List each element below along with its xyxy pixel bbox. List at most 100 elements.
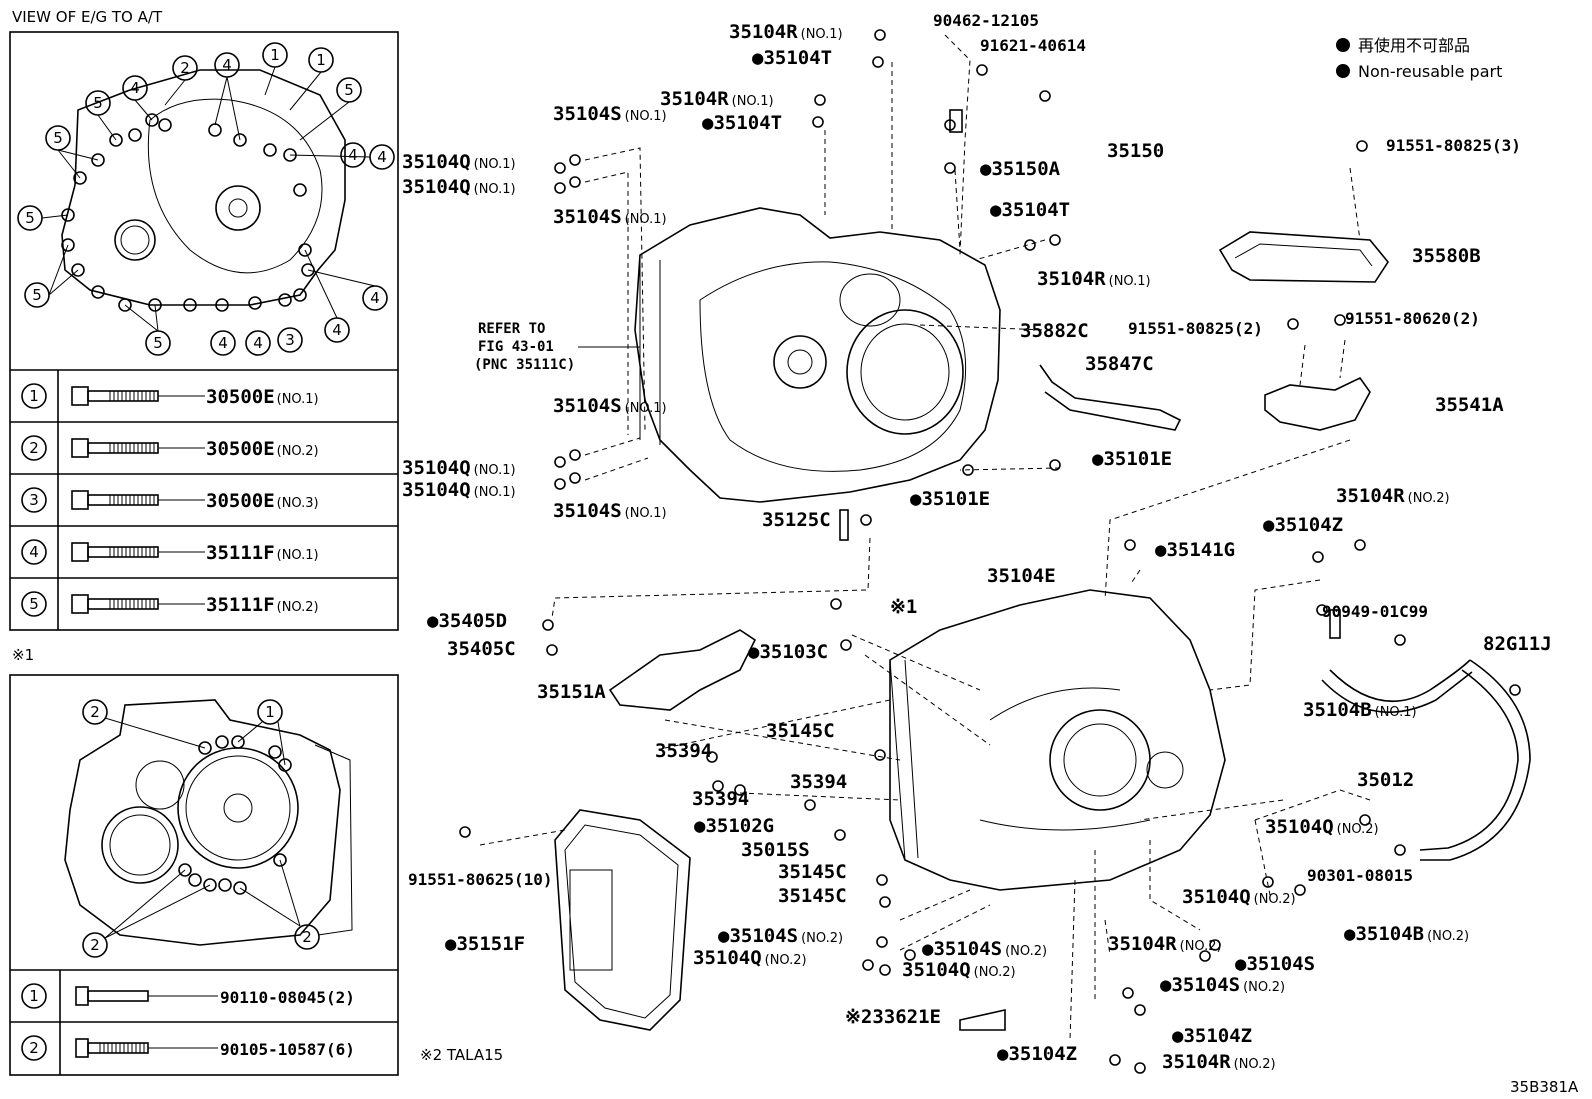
svg-text:3: 3 xyxy=(29,491,39,509)
part-number: 35104R xyxy=(1336,485,1405,507)
view-callout-4: 4 xyxy=(369,144,395,170)
callout-mark: ● xyxy=(922,938,934,960)
part-sub-label: (NO.1) xyxy=(625,109,667,124)
part-number: 35104Z xyxy=(1008,1043,1077,1065)
cover-plate xyxy=(1218,231,1389,283)
callout-c22: 35104S(NO.1) xyxy=(553,395,667,417)
callout-c16: 35580B xyxy=(1412,245,1481,267)
sub-callout-2: 2 xyxy=(82,699,108,725)
part-sub-label: (NO.2) xyxy=(1234,1057,1276,1072)
view-callout-1: 1 xyxy=(262,42,288,68)
part-number: 35104Z xyxy=(1183,1025,1252,1047)
part-sub-label: (NO.1) xyxy=(625,506,667,521)
callout-c56: ●35104S(NO.2) xyxy=(718,925,843,947)
part-number: 35145C xyxy=(766,720,835,742)
part-number: 90949-01C99 xyxy=(1322,602,1428,621)
assembly-lines xyxy=(479,34,1371,1041)
bolt-part-number: 30500E(NO.3) xyxy=(206,490,319,512)
callout-c10: 35104S(NO.1) xyxy=(553,206,667,228)
svg-text:5: 5 xyxy=(53,129,63,147)
view-title: VIEW OF E/G TO A/T xyxy=(12,8,163,26)
callout-c50: 91551-80625(10) xyxy=(408,870,553,889)
callout-c25: 35104S(NO.1) xyxy=(553,500,667,522)
part-number: ※1 xyxy=(890,596,917,618)
part-number: 35104T xyxy=(1001,199,1070,221)
svg-text:1: 1 xyxy=(270,46,280,64)
view-callout-1: 1 xyxy=(308,47,334,73)
view-callout-4: 4 xyxy=(340,142,366,168)
svg-text:5: 5 xyxy=(93,94,103,112)
part-sub-label: (NO.1) xyxy=(474,463,516,478)
part-sub-label: (NO.2) xyxy=(765,953,807,968)
callout-c63: ※233621E xyxy=(845,1006,941,1028)
svg-text:4: 4 xyxy=(253,334,263,352)
callout-mark: ※2 xyxy=(845,1006,872,1028)
callout-c13: ●35104T xyxy=(990,199,1070,221)
callout-c65: ●35104Z xyxy=(997,1043,1077,1065)
callout-c32: 35104E xyxy=(987,565,1056,587)
svg-text:2: 2 xyxy=(90,936,100,954)
part-sub-label: (NO.2) xyxy=(1427,929,1469,944)
part-number: 35104E xyxy=(987,565,1056,587)
part-number: 35104Q xyxy=(402,479,471,501)
part-number: 35145C xyxy=(778,861,847,883)
svg-text:5: 5 xyxy=(29,595,39,613)
part-number: 35104S xyxy=(553,500,622,522)
svg-text:1: 1 xyxy=(265,703,275,721)
svg-text:2: 2 xyxy=(180,59,190,77)
callout-mark: ● xyxy=(1160,974,1172,996)
sub-callout-2: 2 xyxy=(82,932,108,958)
sub-housing-view xyxy=(64,699,353,946)
svg-text:5: 5 xyxy=(25,209,35,227)
part-number: 35104S xyxy=(1171,974,1240,996)
callout-mark: ● xyxy=(427,610,439,632)
callout-c35: ※1 xyxy=(890,596,917,618)
baffle-plate xyxy=(608,629,757,711)
bracket xyxy=(1264,376,1371,431)
callout-c27: ●35101E xyxy=(910,488,990,510)
callout-mark: ● xyxy=(752,47,764,69)
view-callout-5: 5 xyxy=(336,77,362,103)
part-number: 35151F xyxy=(456,933,525,955)
note2-text: ※2 TALA15 xyxy=(420,1046,503,1064)
part-number: 35104S xyxy=(553,103,622,125)
callout-c23: 35104Q(NO.1) xyxy=(402,457,516,479)
callout-c42: 35394 xyxy=(655,740,712,762)
part-number: 35015S xyxy=(741,839,810,861)
part-number: 35882C xyxy=(1020,320,1089,342)
svg-text:2: 2 xyxy=(29,1039,39,1057)
part-number: 35405C xyxy=(447,638,516,660)
callout-c62: ●35104S(NO.2) xyxy=(1160,974,1285,996)
svg-text:1: 1 xyxy=(29,387,39,405)
bolt-part-number: 90110-08045(2) xyxy=(220,988,355,1007)
part-number: 35104B xyxy=(1303,699,1372,721)
svg-text:5: 5 xyxy=(32,286,42,304)
callout-c61: ●35104S xyxy=(1235,953,1315,975)
view-callout-4: 4 xyxy=(324,317,350,343)
transaxle-case xyxy=(889,589,1226,891)
svg-text:FIG 43-01: FIG 43-01 xyxy=(478,339,554,355)
part-number: 35101E xyxy=(921,488,990,510)
part-number: 35104Q xyxy=(402,176,471,198)
callout-c12: ●35150A xyxy=(980,158,1061,180)
part-number: 35141G xyxy=(1166,539,1235,561)
callout-c07: 35104S(NO.1) xyxy=(553,103,667,125)
svg-text:5: 5 xyxy=(344,81,354,99)
part-sub-label: (NO.1) xyxy=(625,212,667,227)
callout-mark: ● xyxy=(718,925,730,947)
part-number: 35150 xyxy=(1107,140,1164,162)
callout-c01: 35104R(NO.1) xyxy=(729,21,843,43)
callout-c53: 35104Q(NO.2) xyxy=(1182,886,1296,908)
bolt-table-row: 3 30500E(NO.3) xyxy=(21,487,319,513)
callout-c20: 91551-80620(2) xyxy=(1345,309,1480,328)
callout-c28: 35125C xyxy=(762,509,831,531)
transaxle-housing xyxy=(634,207,1001,503)
oil-pan xyxy=(554,809,691,1031)
part-sub-label: (NO.1) xyxy=(801,27,843,42)
callout-mark: ● xyxy=(1092,448,1104,470)
part-sub-label: (NO.2) xyxy=(801,931,843,946)
callout-c06: ●35104T xyxy=(702,112,782,134)
